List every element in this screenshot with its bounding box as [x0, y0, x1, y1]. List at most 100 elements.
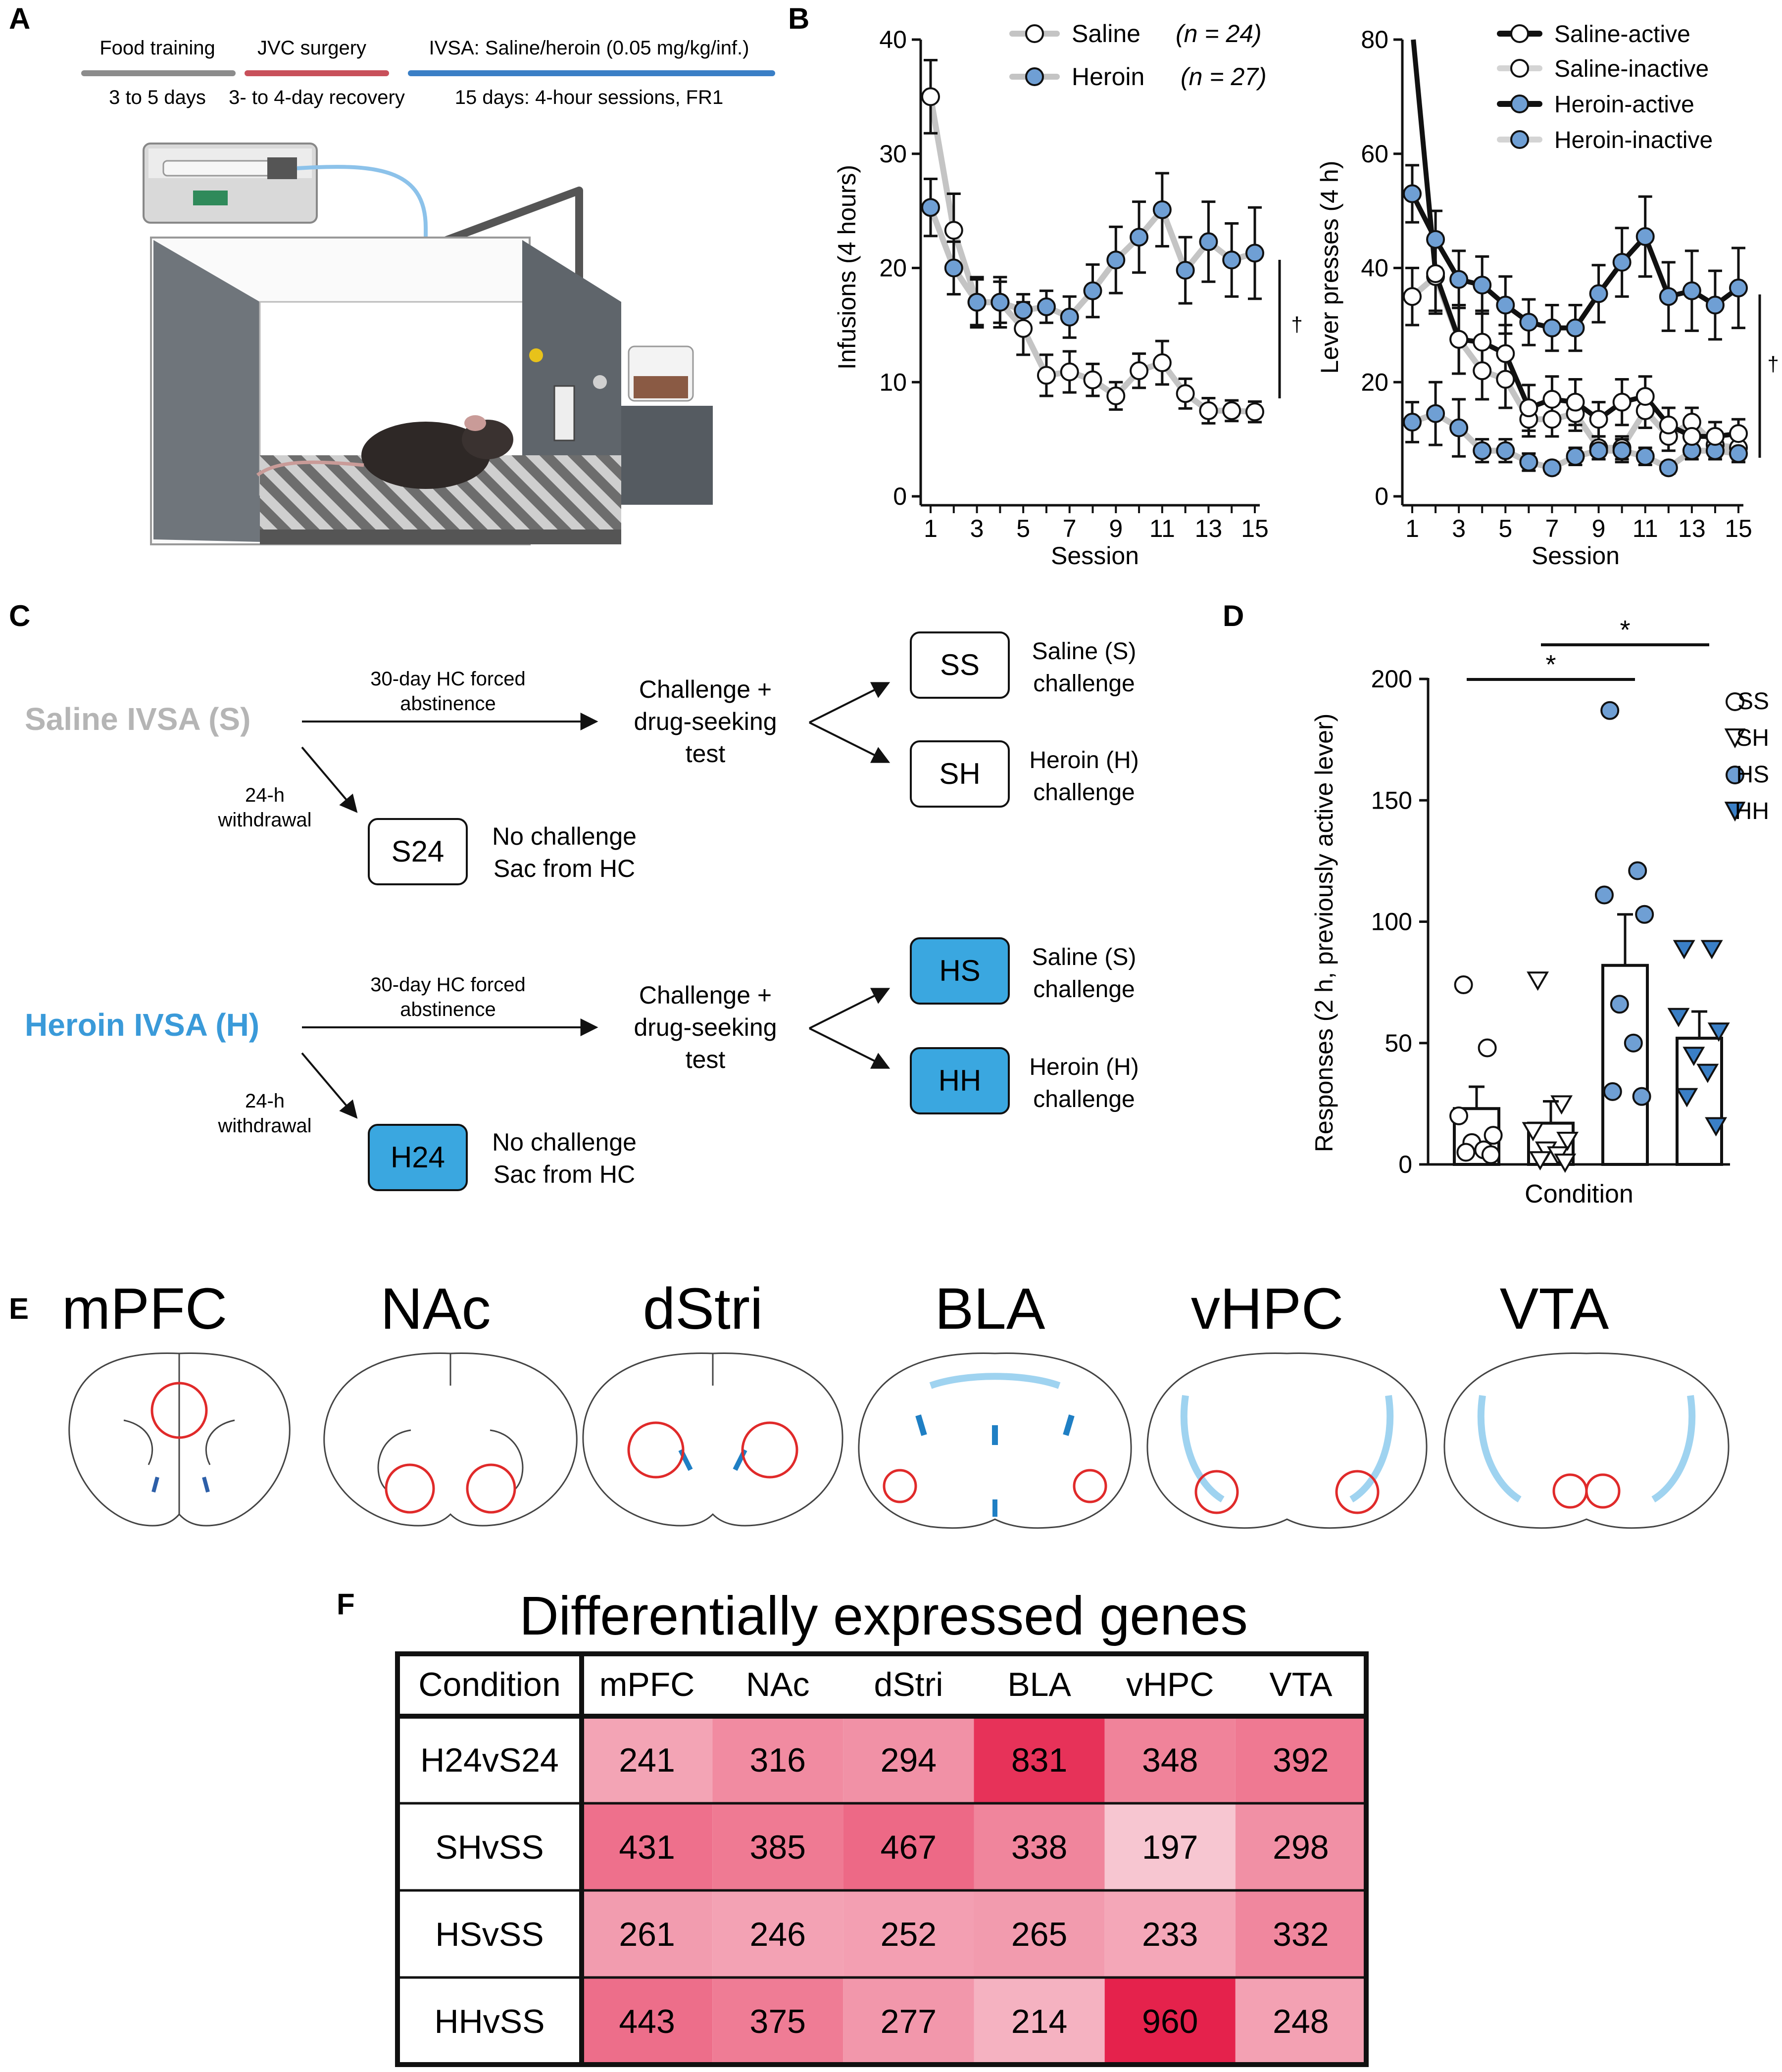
timeline-step-1-title: Food training — [99, 37, 215, 59]
heatmap-cell-value: 431 — [619, 1829, 675, 1866]
table-col-header-dStri: dStri — [874, 1666, 943, 1703]
chart2-legend-heroin-inactive-marker — [1510, 130, 1529, 149]
ss-challenge-line1: Saline (S) — [1032, 638, 1137, 665]
panel-label-b: B — [788, 2, 809, 35]
box-sh — [910, 740, 1010, 808]
heatmap-cell-value: 338 — [1011, 1829, 1067, 1866]
chart1-xtick-label: 5 — [1016, 515, 1030, 542]
heatmap-cell — [974, 1716, 1105, 1803]
point-HH — [1676, 1088, 1698, 1108]
chart3-ytick-label: 150 — [1371, 786, 1412, 814]
chart2-ytick-label: 80 — [1361, 26, 1388, 53]
chart2-point — [1729, 444, 1748, 463]
heatmap-cell — [843, 1977, 974, 2065]
heatmap-cell-value: 392 — [1273, 1741, 1329, 1779]
chart3-legend-sh-marker — [1724, 728, 1746, 749]
chart2-point — [1426, 264, 1445, 284]
chart3-legend-ss: SS — [1737, 688, 1769, 715]
timeline-step-3-title: IVSA: Saline/heroin (0.05 mg/kg/inf.) — [429, 37, 749, 59]
chart1-point — [1199, 401, 1218, 420]
box-hh — [910, 1047, 1010, 1114]
chart2-legend-heroin-active-marker — [1510, 95, 1529, 113]
roi-nac-left — [385, 1463, 435, 1514]
chart2-point — [1682, 427, 1701, 446]
panel-label-a: A — [9, 2, 30, 35]
chart2-point — [1449, 270, 1469, 289]
chart2-legend-saline-inactive-marker — [1510, 59, 1529, 78]
timeline-step-2-duration: 3- to 4-day recovery — [229, 87, 405, 108]
chart1-point — [944, 258, 963, 278]
h24-withdrawal-line1: 24-h — [245, 1090, 285, 1112]
chart1-legend-saline-n: (n = 24) — [1176, 20, 1262, 48]
table-col-header-mPFC: mPFC — [599, 1666, 695, 1703]
chart2-point — [1589, 284, 1608, 303]
chart2-point — [1542, 318, 1562, 337]
chart2-point — [1635, 447, 1655, 466]
point-HS — [1632, 1087, 1651, 1106]
heatmap-cell-value: 467 — [881, 1829, 937, 1866]
chart1-point — [1014, 319, 1033, 338]
heatmap-cell-value: 248 — [1273, 2003, 1329, 2040]
heatmap-cell-value: 214 — [1011, 2003, 1067, 2040]
bar-HS — [1601, 964, 1649, 1166]
s24-no-challenge-line1: No challenge — [492, 822, 637, 850]
chart1-point — [1245, 402, 1264, 422]
heatmap-cell-value: 960 — [1142, 2003, 1198, 2040]
chart2-legend: Saline-active Saline-inactive Heroin-act… — [1497, 21, 1713, 153]
point-HH — [1696, 1063, 1719, 1083]
chart2-point — [1659, 287, 1678, 306]
chart2-ylabel: Lever presses (4 h) — [1316, 161, 1343, 374]
chart2-point — [1635, 387, 1655, 406]
chart1-point — [921, 87, 940, 106]
heatmap-cell-value: 831 — [1011, 1741, 1067, 1779]
roi-vta-right — [1585, 1473, 1621, 1509]
chart2-point — [1659, 415, 1678, 434]
hs-challenge-line2: challenge — [1033, 976, 1135, 1003]
point-SS — [1484, 1126, 1503, 1145]
point-HH — [1673, 940, 1695, 960]
saline-abstinence-line1: 30-day HC forced — [370, 668, 525, 690]
heroin-ivsa-label: Heroin IVSA (H) — [25, 1007, 259, 1043]
chart1-point — [1176, 261, 1195, 280]
ss-challenge-line2: challenge — [1033, 671, 1135, 697]
arrow-to-ss — [809, 682, 891, 723]
chart2-xtick-label: 7 — [1545, 515, 1559, 542]
s24-no-challenge-line2: Sac from HC — [494, 855, 635, 882]
chart3-ytick-label: 100 — [1371, 908, 1412, 936]
saline-abstinence-line2: abstinence — [400, 693, 495, 715]
box-h24 — [368, 1124, 468, 1191]
chart2-point — [1566, 392, 1585, 412]
heatmap-cell-value: 241 — [619, 1741, 675, 1779]
point-HS — [1595, 885, 1614, 905]
roi-dstri-right — [741, 1421, 798, 1479]
heatmap-cell — [1104, 1716, 1236, 1803]
chart3-legend-sh: SH — [1736, 725, 1769, 751]
chart3-legend-ss-marker — [1726, 692, 1744, 711]
chart3-legend-hh: HH — [1735, 798, 1769, 824]
chart2-ytick-label: 20 — [1361, 368, 1388, 396]
point-HH — [1667, 1008, 1690, 1027]
point-SH — [1554, 1154, 1577, 1173]
heatmap-cell — [1104, 1890, 1236, 1977]
timeline: Food training 3 to 5 days JVC surgery 3-… — [81, 37, 775, 108]
heatmap-cell-value: 375 — [750, 2003, 806, 2040]
chart1-xtick-label: 15 — [1241, 515, 1269, 542]
deg-table-title: Differentially expressed genes — [519, 1586, 1248, 1646]
chart2-xtick-label: 13 — [1678, 515, 1706, 542]
section-vta — [1443, 1352, 1730, 1529]
chart2-point — [1589, 410, 1608, 429]
roi-nac-right — [466, 1463, 516, 1514]
heatmap-cell — [1104, 1803, 1236, 1890]
point-SH — [1522, 1122, 1544, 1142]
saline-challenge-line3: test — [686, 740, 726, 768]
chart1-xtick-label: 9 — [1109, 515, 1123, 542]
heatmap-cell-value: 294 — [881, 1741, 937, 1779]
chart1-legend-heroin-marker — [1025, 67, 1044, 86]
heatmap-cell-value: 261 — [619, 1916, 675, 1953]
chart2-point — [1705, 427, 1725, 446]
chart1-ytick-label: 40 — [879, 26, 907, 53]
chart2-xtick-label: 5 — [1498, 515, 1512, 542]
